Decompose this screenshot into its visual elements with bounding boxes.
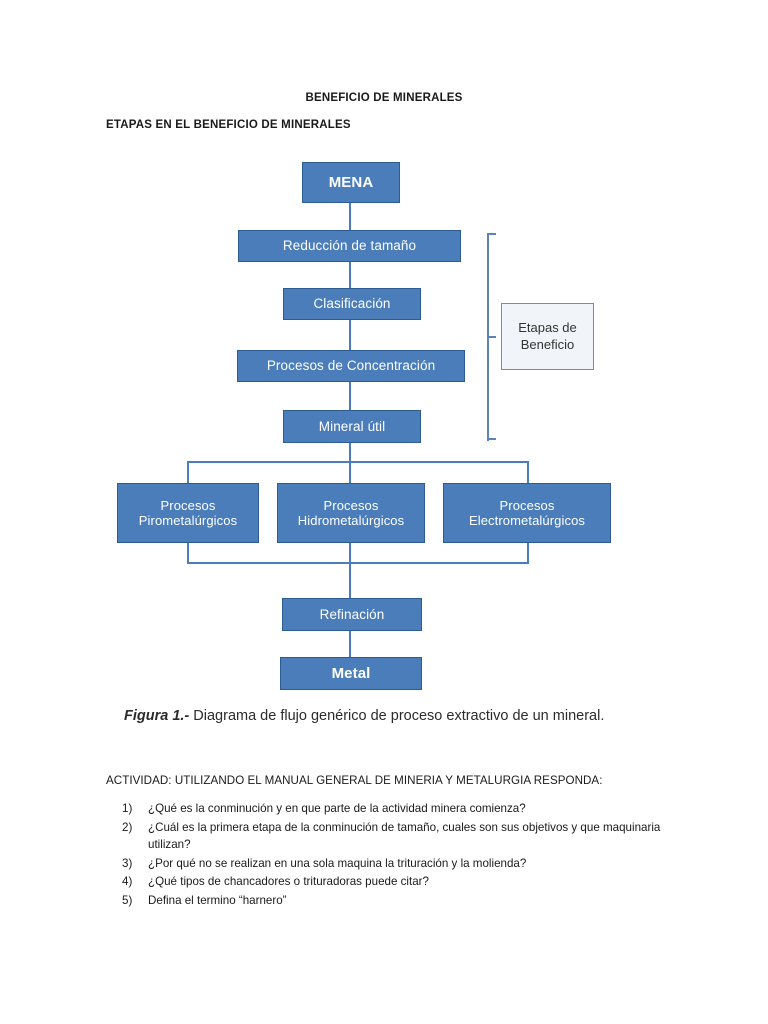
section-heading: ETAPAS EN EL BENEFICIO DE MINERALES	[106, 119, 351, 131]
question-text: ¿Cuál es la primera etapa de la conminuc…	[148, 820, 661, 852]
question-number: 1)	[122, 802, 133, 815]
question-text: ¿Qué tipos de chancadores o trituradoras…	[148, 875, 429, 889]
connector-electro-to-merge	[527, 542, 530, 564]
connector-merge-bus	[187, 562, 529, 565]
question-text: Defina el termino “harnero”	[148, 894, 287, 908]
list-item: 1) ¿Qué es la conminución y en que parte…	[106, 800, 666, 818]
node-procesos-de-concentracion[interactable]: Procesos de Concentración	[237, 350, 465, 382]
connector-split-to-electro	[527, 461, 530, 484]
connector-piro-to-merge	[187, 542, 190, 564]
connector-clasificacion-to-concentracion	[349, 318, 352, 352]
connector-split-to-piro	[187, 461, 190, 484]
node-electro-label: Procesos Electrometalúrgicos	[468, 497, 586, 528]
node-reduccion-de-tamano[interactable]: Reducción de tamaño	[238, 230, 461, 262]
brace-bottom-cap	[487, 438, 496, 441]
activity-heading: ACTIVIDAD: UTILIZANDO EL MANUAL GENERAL …	[106, 774, 603, 787]
node-mineral-util[interactable]: Mineral útil	[283, 410, 421, 443]
node-piro-label: Procesos Pirometalúrgicos	[138, 497, 238, 528]
node-refinacion-label: Refinación	[319, 606, 385, 622]
list-item: 3) ¿Por qué no se realizan en una sola m…	[106, 855, 666, 873]
connector-hidro-to-merge	[349, 542, 352, 564]
activity-question-list: 1) ¿Qué es la conminución y en que parte…	[106, 800, 666, 911]
node-hidro-label: Procesos Hidrometalúrgicos	[297, 497, 405, 528]
node-concentracion-label: Procesos de Concentración	[266, 358, 436, 374]
question-text: ¿Qué es la conminución y en que parte de…	[148, 802, 526, 815]
node-procesos-hidrometalurgicos[interactable]: Procesos Hidrometalúrgicos	[277, 483, 425, 543]
list-item: 5) Defina el termino “harnero”	[106, 892, 666, 910]
figure-caption: Figura 1.- Diagrama de flujo genérico de…	[124, 706, 634, 727]
page-title: BENEFICIO DE MINERALES	[305, 92, 463, 104]
question-number: 2)	[122, 820, 133, 834]
figure-caption-text: Diagrama de flujo genérico de proceso ex…	[189, 708, 605, 724]
figure-caption-prefix: Figura 1.-	[124, 708, 190, 724]
brace-top-cap	[487, 233, 496, 236]
node-refinacion[interactable]: Refinación	[282, 598, 422, 631]
node-reduccion-label: Reducción de tamaño	[282, 238, 417, 254]
question-number: 5)	[122, 894, 133, 908]
node-metal-label: Metal	[331, 664, 371, 682]
question-number: 3)	[122, 856, 133, 870]
connector-concentracion-to-mineral	[349, 380, 352, 412]
connector-split-bus	[187, 461, 529, 464]
process-flow-diagram: MENA Reducción de tamaño Clasificación P…	[117, 162, 611, 690]
node-clasificacion-label: Clasificación	[313, 296, 391, 312]
list-item: 4) ¿Qué tipos de chancadores o triturado…	[106, 873, 666, 891]
brace-middle-tick	[487, 336, 496, 339]
node-clasificacion[interactable]: Clasificación	[283, 288, 421, 320]
callout-label: Etapas de Beneficio	[518, 319, 577, 352]
connector-mena-to-reduccion	[349, 202, 352, 232]
question-text: ¿Por qué no se realizan en una sola maqu…	[148, 856, 527, 870]
connector-mineral-to-split	[349, 441, 352, 463]
connector-refinacion-to-metal	[349, 629, 352, 659]
node-mineral-util-label: Mineral útil	[318, 418, 386, 434]
connector-reduccion-to-clasificacion	[349, 260, 352, 290]
list-item: 2) ¿Cuál es la primera etapa de la conmi…	[106, 819, 666, 854]
question-number: 4)	[122, 875, 133, 889]
node-procesos-electrometalurgicos[interactable]: Procesos Electrometalúrgicos	[443, 483, 611, 543]
connector-merge-to-refinacion	[349, 562, 352, 600]
node-mena-label: MENA	[328, 173, 374, 191]
node-metal[interactable]: Metal	[280, 657, 422, 690]
node-mena[interactable]: MENA	[302, 162, 400, 203]
connector-split-to-hidro	[349, 461, 352, 484]
node-procesos-pirometalurgicos[interactable]: Procesos Pirometalúrgicos	[117, 483, 259, 543]
callout-etapas-de-beneficio[interactable]: Etapas de Beneficio	[501, 303, 594, 370]
